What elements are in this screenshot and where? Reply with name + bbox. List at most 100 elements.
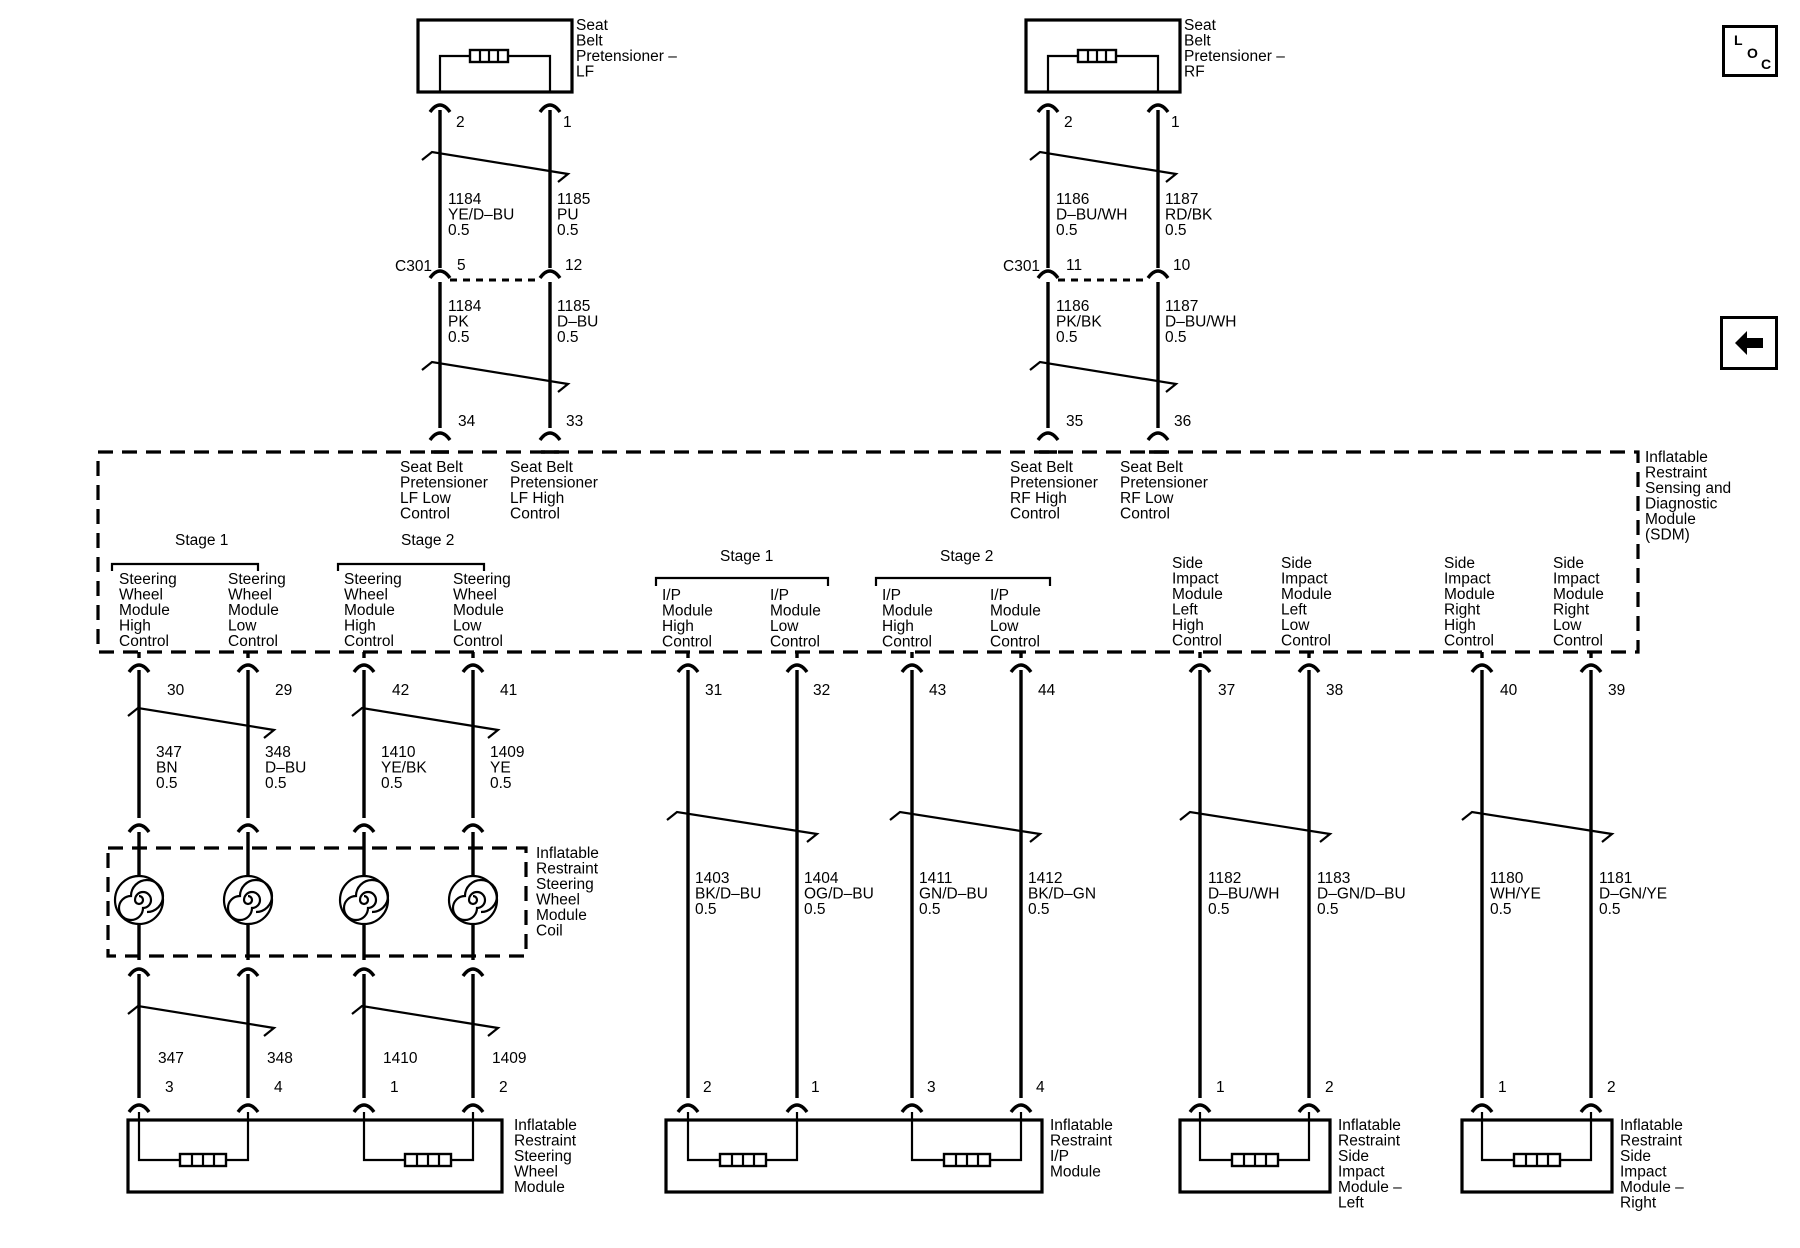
pin-label: 1 [1171,114,1180,131]
side-right-label: Inflatable Restraint Side Impact Module … [1620,1117,1688,1212]
pin-label: 2 [1064,114,1073,131]
pin-label: 34 [458,413,476,430]
pin-label: 38 [1326,682,1343,699]
pin-label: 2 [1607,1079,1616,1096]
loc-letter-c: C [1761,56,1772,72]
pretensioner-rf-label: Seat Belt Pretensioner – RF [1184,17,1289,81]
pin-label: 39 [1608,682,1625,699]
c301-lf-label: C301 [395,258,432,275]
steering-module-box [126,1118,504,1194]
pin-label: 36 [1174,413,1191,430]
pin-label: 2 [499,1079,508,1096]
steering-coil-label: Inflatable Restraint Steering Wheel Modu… [536,845,603,940]
pin-label: 1 [811,1079,820,1096]
pin-label: 4 [274,1079,283,1096]
pin-label: 3 [927,1079,936,1096]
pin-label: 1 [563,114,572,131]
pretensioner-lf-label: Seat Belt Pretensioner – LF [576,17,681,81]
clockspring-icon [113,874,165,926]
ip-module-label: Inflatable Restraint I/P Module [1050,1117,1117,1181]
pin-label: 3 [165,1079,174,1096]
pin-label: 32 [813,682,830,699]
pin-label: 1 [390,1079,399,1096]
back-button[interactable] [1720,316,1778,370]
pin-label: 11 [1066,257,1082,274]
pin-label: 37 [1218,682,1235,699]
arrow-left-icon [1735,331,1763,355]
stage-brackets: Stage 1 Stage 2 Stage 1 Stage 2 [110,532,1052,586]
pin-label: 41 [500,682,517,699]
side-left-module-box [1178,1118,1332,1194]
pin-label: 33 [566,413,583,430]
pin-label: 5 [457,257,466,274]
pin-label: 44 [1038,682,1056,699]
pin-label: 29 [275,682,292,699]
component-locator-button[interactable]: L O C [1722,25,1778,77]
clockspring-icon [447,874,499,926]
stage-label: Stage 1 [175,532,228,549]
steering-module-label: Inflatable Restraint Steering Wheel Modu… [514,1117,581,1196]
pretensioner-lf: Seat Belt Pretensioner – LF [416,17,681,94]
loc-letter-o: O [1747,45,1758,61]
pin-label: 42 [392,682,409,699]
side-right-module-box [1460,1118,1614,1194]
sdm-label: Inflatable Restraint Sensing and Diagnos… [1645,449,1736,544]
wire-label: 347 [158,1050,184,1067]
clockspring-icon [338,874,390,926]
pin-label: 35 [1066,413,1083,430]
wire-label: 1410 [383,1050,418,1067]
pretensioner-rf: Seat Belt Pretensioner – RF [1024,17,1289,94]
steering-coil-outline [106,846,528,958]
pin-label: 10 [1173,257,1191,274]
pin-label: 1 [1498,1079,1507,1096]
pin-label: 4 [1036,1079,1045,1096]
pin-label: 2 [703,1079,712,1096]
wire-label: 1409 [492,1050,526,1067]
ip-module-box [664,1118,1044,1194]
clockspring-icon [222,874,274,926]
side-left-label: Inflatable Restraint Side Impact Module … [1338,1117,1406,1212]
pin-label: 12 [565,257,582,274]
loc-letter-l: L [1734,32,1743,48]
